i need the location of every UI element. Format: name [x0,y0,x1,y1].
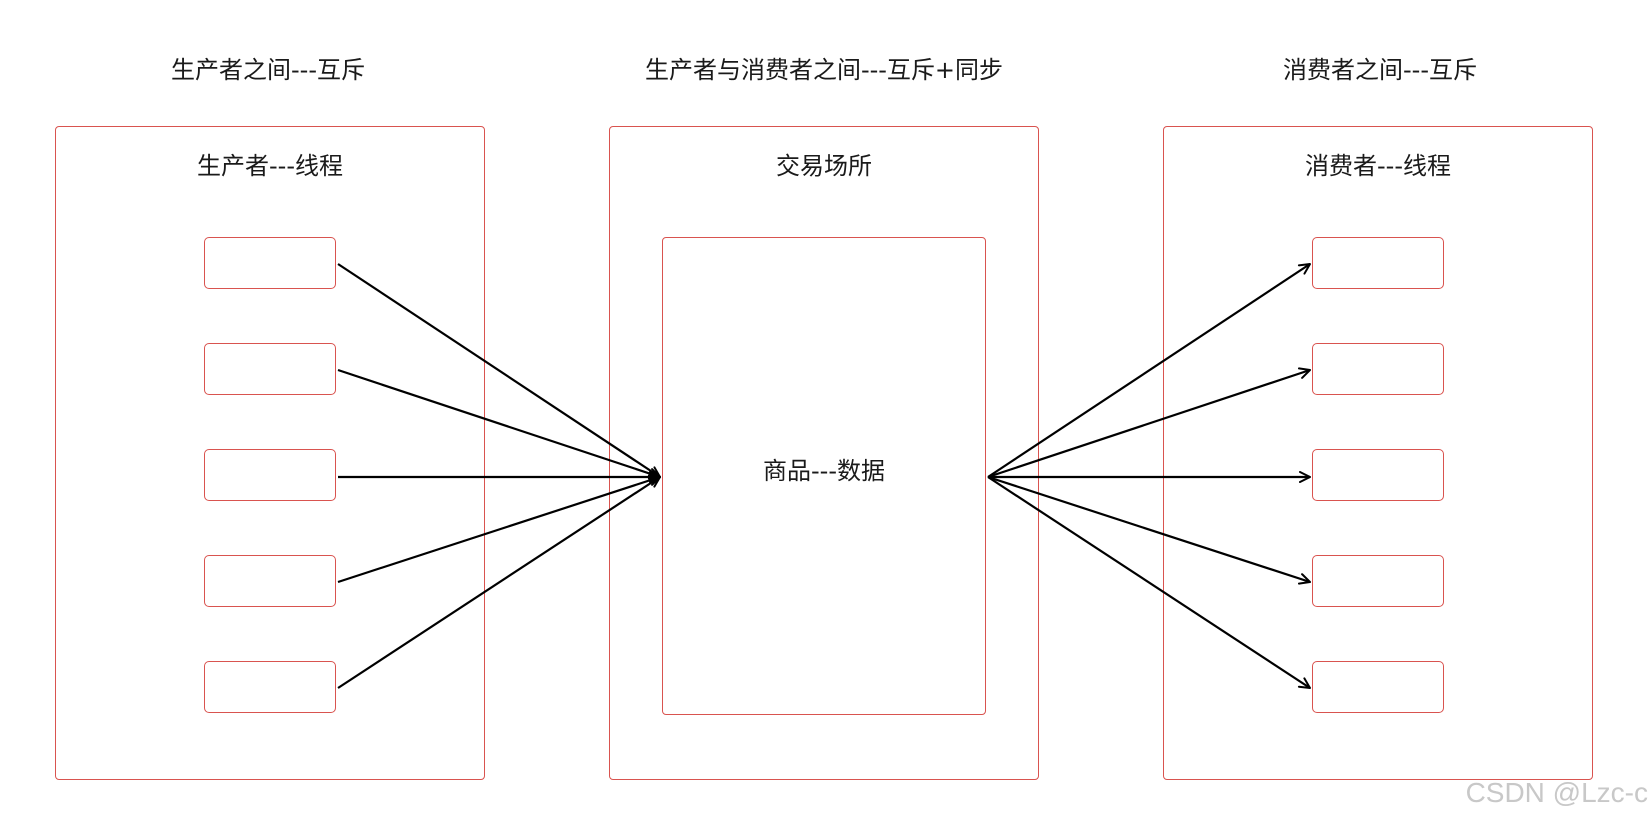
market-panel-title: 交易场所 [776,152,872,180]
producer-thread-2 [204,343,336,395]
consumer-thread-5 [1312,661,1444,713]
arrow-producer-1-to-buffer [337,263,661,478]
producer-panel [55,126,485,780]
section-title-producer-consumer: 生产者与消费者之间---互斥+同步 [644,56,1004,84]
buffer-label: 商品---数据 [763,457,885,485]
producer-thread-4 [204,555,336,607]
arrow-buffer-to-consumer-2 [987,367,1311,479]
arrow-producer-2-to-buffer [337,368,661,480]
arrow-buffer-to-consumer-5 [987,476,1311,689]
section-title-producers: 生产者之间---互斥 [171,56,365,84]
consumer-thread-1 [1312,237,1444,289]
producer-thread-5 [204,661,336,713]
arrow-buffer-to-consumer-1 [987,263,1311,478]
consumer-thread-3 [1312,449,1444,501]
producer-thread-1 [204,237,336,289]
section-title-consumers: 消费者之间---互斥 [1283,56,1477,84]
arrow-producer-5-to-buffer [337,476,661,689]
consumer-panel [1163,126,1593,780]
csdn-watermark: CSDN @Lzc-c [1465,777,1648,808]
consumer-panel-title: 消费者---线程 [1305,152,1451,180]
consumer-thread-4 [1312,555,1444,607]
arrow-producer-4-to-buffer [337,474,661,584]
buffer-box [662,237,986,715]
arrow-buffer-to-consumer-4 [987,475,1311,585]
producer-thread-3 [204,449,336,501]
consumer-thread-2 [1312,343,1444,395]
producer-panel-title: 生产者---线程 [197,152,343,180]
market-panel [609,126,1039,780]
